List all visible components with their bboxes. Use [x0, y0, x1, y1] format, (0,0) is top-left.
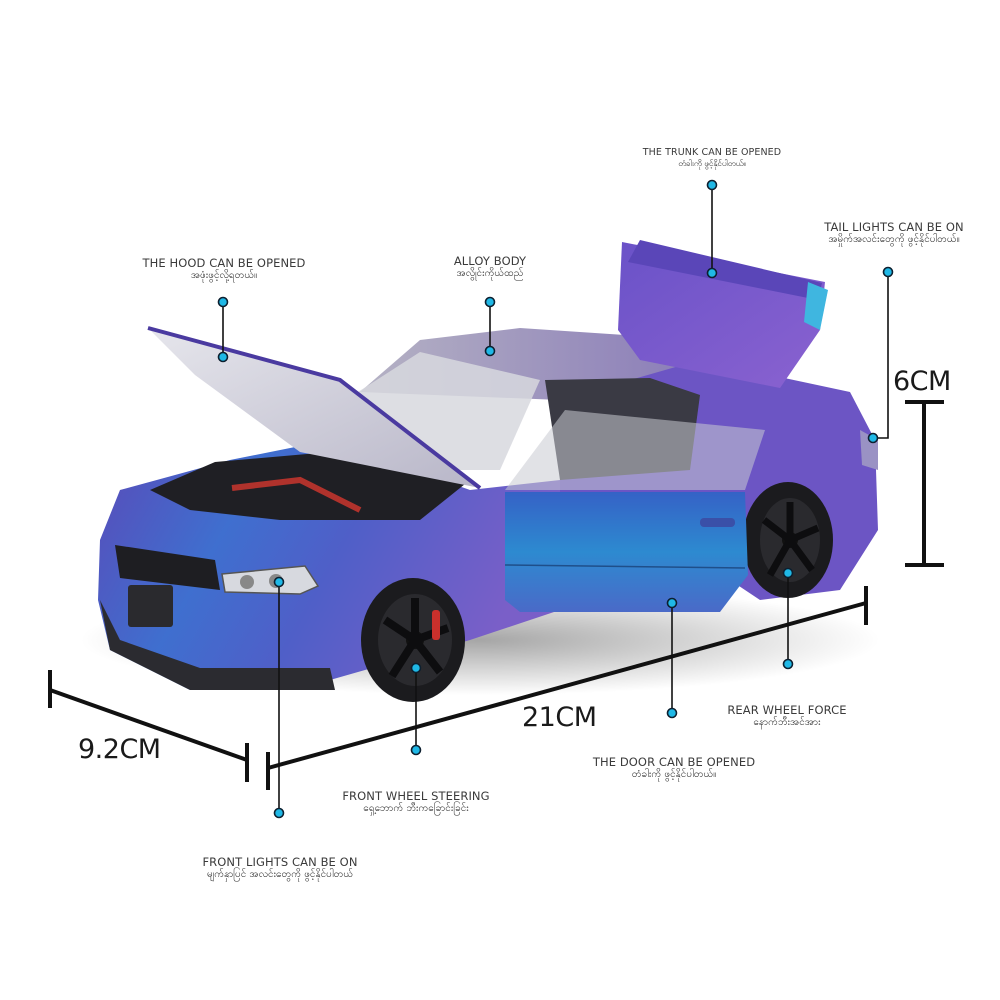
- front-splitter: [100, 600, 335, 690]
- alloy-top-dot: [484, 296, 496, 308]
- alloy-dot: [484, 345, 496, 357]
- callout-dots: [217, 179, 894, 819]
- callout-tail-lights-en: TAIL LIGHTS CAN BE ON: [824, 220, 964, 234]
- callout-hood: THE HOOD CAN BE OPENED အဖုံးဖွင့်လို့ရတယ…: [126, 256, 322, 283]
- front-lights-dot: [273, 576, 285, 588]
- callout-tail-lights: TAIL LIGHTS CAN BE ON အမှိုက်အလင်းတွေကို…: [796, 220, 992, 247]
- dimension-lines: [48, 400, 944, 790]
- dimension-length-label: 21CM: [522, 702, 597, 733]
- callout-hood-en: THE HOOD CAN BE OPENED: [142, 256, 306, 270]
- callout-tail-lights-my: အမှိုက်အလင်းတွေကို ဖွင့်နိုင်ပါတယ်။: [828, 234, 960, 246]
- rear-wheel-dot: [782, 567, 794, 579]
- callout-rear-wheel: REAR WHEEL FORCE နောက်ဘီးအင်အား: [716, 703, 858, 730]
- callout-front-wheel: FRONT WHEEL STEERING ရှေ့ဘောက် ဘီးကခြောင…: [330, 789, 502, 816]
- engine-strut-bar: [231, 476, 362, 513]
- hood-dot: [217, 351, 229, 363]
- callout-trunk: THE TRUNK CAN BE OPENED တံခါးကို ဖွင့်နိ…: [620, 147, 804, 169]
- open-door: [504, 410, 765, 612]
- open-hood: [148, 328, 480, 488]
- callout-alloy-body-my: အလွိုင်းကိုယ်ထည်: [456, 268, 524, 280]
- callout-door: THE DOOR CAN BE OPENED တံခါးကို ဖွင့်နို…: [578, 755, 770, 782]
- callout-trunk-en: THE TRUNK CAN BE OPENED: [642, 147, 782, 158]
- front-wheel-bottom-dot: [410, 744, 422, 756]
- license-plate: [128, 585, 173, 627]
- rear-wheel: [743, 482, 833, 598]
- dimension-height-label: 6CM: [893, 366, 951, 397]
- callout-door-en: THE DOOR CAN BE OPENED: [592, 755, 756, 769]
- callout-alloy-body: ALLOY BODY အလွိုင်းကိုယ်ထည်: [432, 254, 548, 281]
- rear-spoiler: [618, 240, 828, 388]
- front-wheel-dot: [410, 662, 422, 674]
- hood-top-dot: [217, 296, 229, 308]
- callout-rear-wheel-en: REAR WHEEL FORCE: [727, 703, 847, 717]
- front-grille: [115, 545, 220, 590]
- front-wheel: [361, 578, 465, 702]
- trunk-top-dot: [706, 179, 718, 191]
- callout-door-my: တံခါးကို ဖွင့်နိုင်ပါတယ်။: [631, 769, 717, 781]
- rear-wheel-bottom-dot: [782, 658, 794, 670]
- callout-front-wheel-en: FRONT WHEEL STEERING: [342, 789, 490, 803]
- callout-trunk-my: တံခါးကို ဖွင့်နိုင်ပါတယ်။: [678, 158, 746, 168]
- callout-rear-wheel-my: နောက်ဘီးအင်အား: [753, 717, 821, 729]
- door-dot: [666, 597, 678, 609]
- trunk-dot: [706, 267, 718, 279]
- front-lights-bottom-dot: [273, 807, 285, 819]
- callout-hood-my: အဖုံးဖွင့်လို့ရတယ်။: [190, 270, 258, 282]
- callout-front-lights-en: FRONT LIGHTS CAN BE ON: [202, 855, 358, 869]
- tail-lights-dot: [867, 432, 879, 444]
- door-bottom-dot: [666, 707, 678, 719]
- callout-alloy-body-en: ALLOY BODY: [453, 254, 527, 268]
- tail-lights-top-dot: [882, 266, 894, 278]
- dimension-width-label: 9.2CM: [78, 734, 161, 765]
- callout-front-lights: FRONT LIGHTS CAN BE ON မျက်နှာပြင် အလင်း…: [180, 855, 380, 882]
- callout-front-lights-my: မျက်နှာပြင် အလင်းတွေကို ဖွင့်နိုင်ပါတယ်: [206, 869, 354, 881]
- callout-front-wheel-my: ရှေ့ဘောက် ဘီးကခြောင်းခြင်း: [363, 803, 469, 815]
